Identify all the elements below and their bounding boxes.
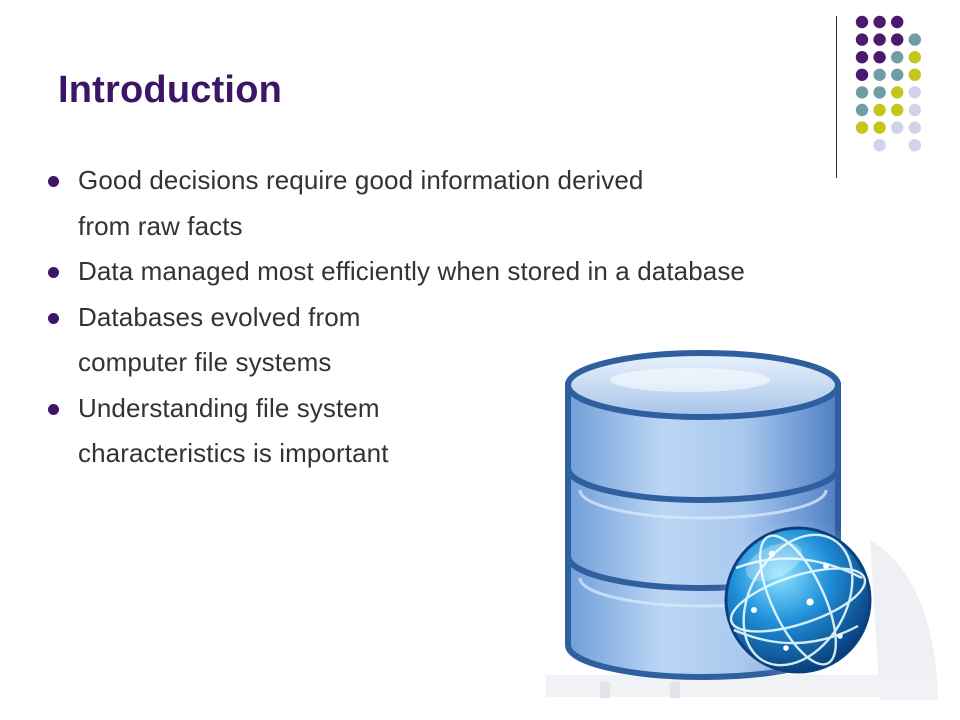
decorative-dot [873, 68, 886, 82]
decorative-dot [855, 121, 869, 134]
bullet-line: Databases evolved from [78, 301, 361, 332]
decorative-dot [891, 68, 904, 82]
bullet-list: Good decisions require good information … [46, 158, 906, 477]
decorative-dot [855, 68, 869, 82]
decorative-dot [908, 139, 921, 152]
globe-icon [716, 518, 880, 682]
bullet-marker [48, 267, 59, 278]
decorative-dot [873, 33, 886, 46]
decorative-dot [908, 33, 921, 46]
decorative-dot [873, 86, 886, 99]
decorative-dot [908, 103, 921, 117]
bullet-line: Data managed most efficiently when store… [78, 256, 745, 286]
slide-title: Introduction [58, 69, 283, 111]
bullet-line: Good decisions require good information … [78, 165, 644, 195]
decorative-dot [873, 139, 886, 152]
bullet-line: computer file systems [78, 347, 332, 377]
database-illustration [546, 350, 938, 700]
decorative-dot [891, 86, 904, 99]
decorative-divider-line [836, 16, 837, 178]
decorative-dot [873, 121, 886, 134]
decorative-dot [891, 51, 904, 64]
decorative-dot [908, 86, 921, 99]
bullet-marker [48, 312, 59, 324]
decorative-dot [891, 15, 904, 29]
decorative-dot [891, 103, 904, 117]
decorative-dot-grid [855, 15, 921, 152]
bullet-line: characteristics is important [78, 438, 389, 468]
bullet-marker [48, 176, 59, 187]
bullet-marker [48, 403, 59, 415]
decorative-dot [908, 51, 921, 64]
decorative-dot [855, 103, 869, 117]
decorative-dot [891, 33, 904, 46]
decorative-dot [908, 121, 921, 134]
bullet-item: Understanding file system characteristic… [46, 386, 906, 477]
bullet-line: from raw facts [78, 210, 243, 241]
decorative-dot [855, 86, 869, 99]
bullet-item: Databases evolved from computer file sys… [46, 295, 906, 386]
bullet-item: Data managed most efficiently when store… [46, 249, 906, 295]
decorative-dot [873, 15, 886, 29]
bullet-item: Good decisions require good information … [46, 158, 906, 249]
decorative-dot [855, 33, 869, 46]
decorative-dot [873, 51, 886, 64]
decorative-dot [855, 51, 869, 64]
decorative-dot [873, 103, 886, 117]
bullet-line: Understanding file system [78, 392, 380, 423]
decorative-dot [891, 121, 904, 134]
decorative-dot [908, 68, 921, 82]
decorative-dot [855, 15, 869, 29]
